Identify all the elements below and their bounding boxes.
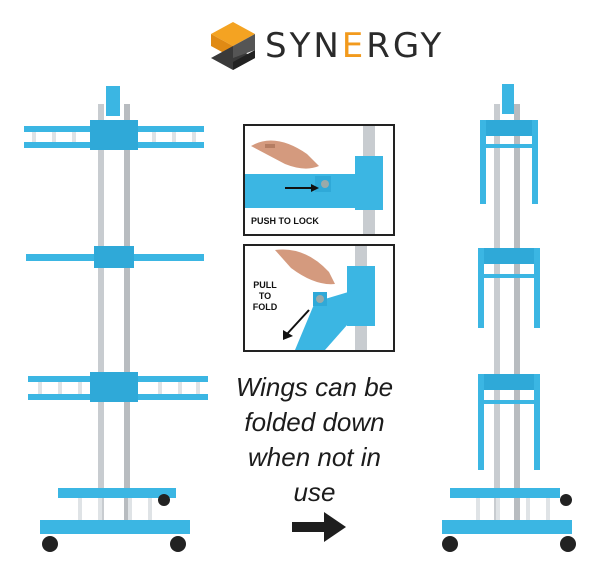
lock-detail-illustration — [245, 126, 383, 234]
brand-name: SYNERGY — [265, 26, 445, 66]
fold-detail-illustration — [275, 246, 375, 350]
push-to-lock-label: PUSH TO LOCK — [251, 216, 319, 226]
folded-drying-rack — [442, 84, 576, 552]
push-to-lock-panel: PUSH TO LOCK — [243, 124, 395, 236]
right-arrow-icon — [292, 512, 346, 542]
fold-caption: Wings can be folded down when not in use — [235, 372, 394, 507]
pull-to-fold-label: PULL TO FOLD — [252, 280, 278, 312]
pull-to-fold-panel: PULL TO FOLD — [243, 244, 395, 352]
unfolded-drying-rack — [24, 86, 208, 552]
s-cube-logo-icon — [211, 22, 255, 70]
brand-logo: SYNERGY — [205, 18, 445, 74]
